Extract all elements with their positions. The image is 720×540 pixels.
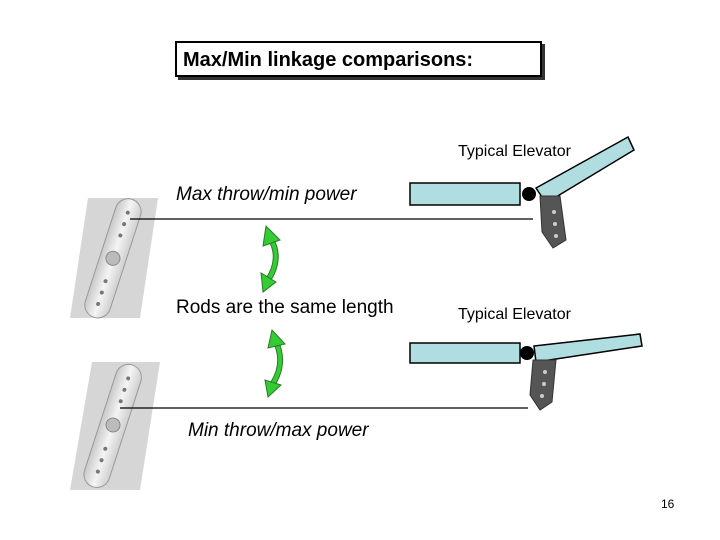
servo-arm-bottom [70, 362, 160, 490]
slide-title: Max/Min linkage comparisons: [175, 41, 542, 77]
elevator-top [409, 135, 635, 249]
double-arrow-top [260, 224, 281, 293]
min-throw-label: Min throw/max power [188, 420, 369, 441]
page-number: 16 [661, 497, 675, 511]
elevator-bottom [409, 333, 643, 411]
double-arrow-bottom [264, 328, 286, 398]
rods-same-length-label: Rods are the same length [176, 297, 394, 318]
max-throw-label: Max throw/min power [176, 184, 357, 205]
servo-arm-top [70, 198, 158, 319]
elevator-top-label: Typical Elevator [458, 143, 571, 160]
elevator-bottom-label: Typical Elevator [458, 306, 571, 323]
